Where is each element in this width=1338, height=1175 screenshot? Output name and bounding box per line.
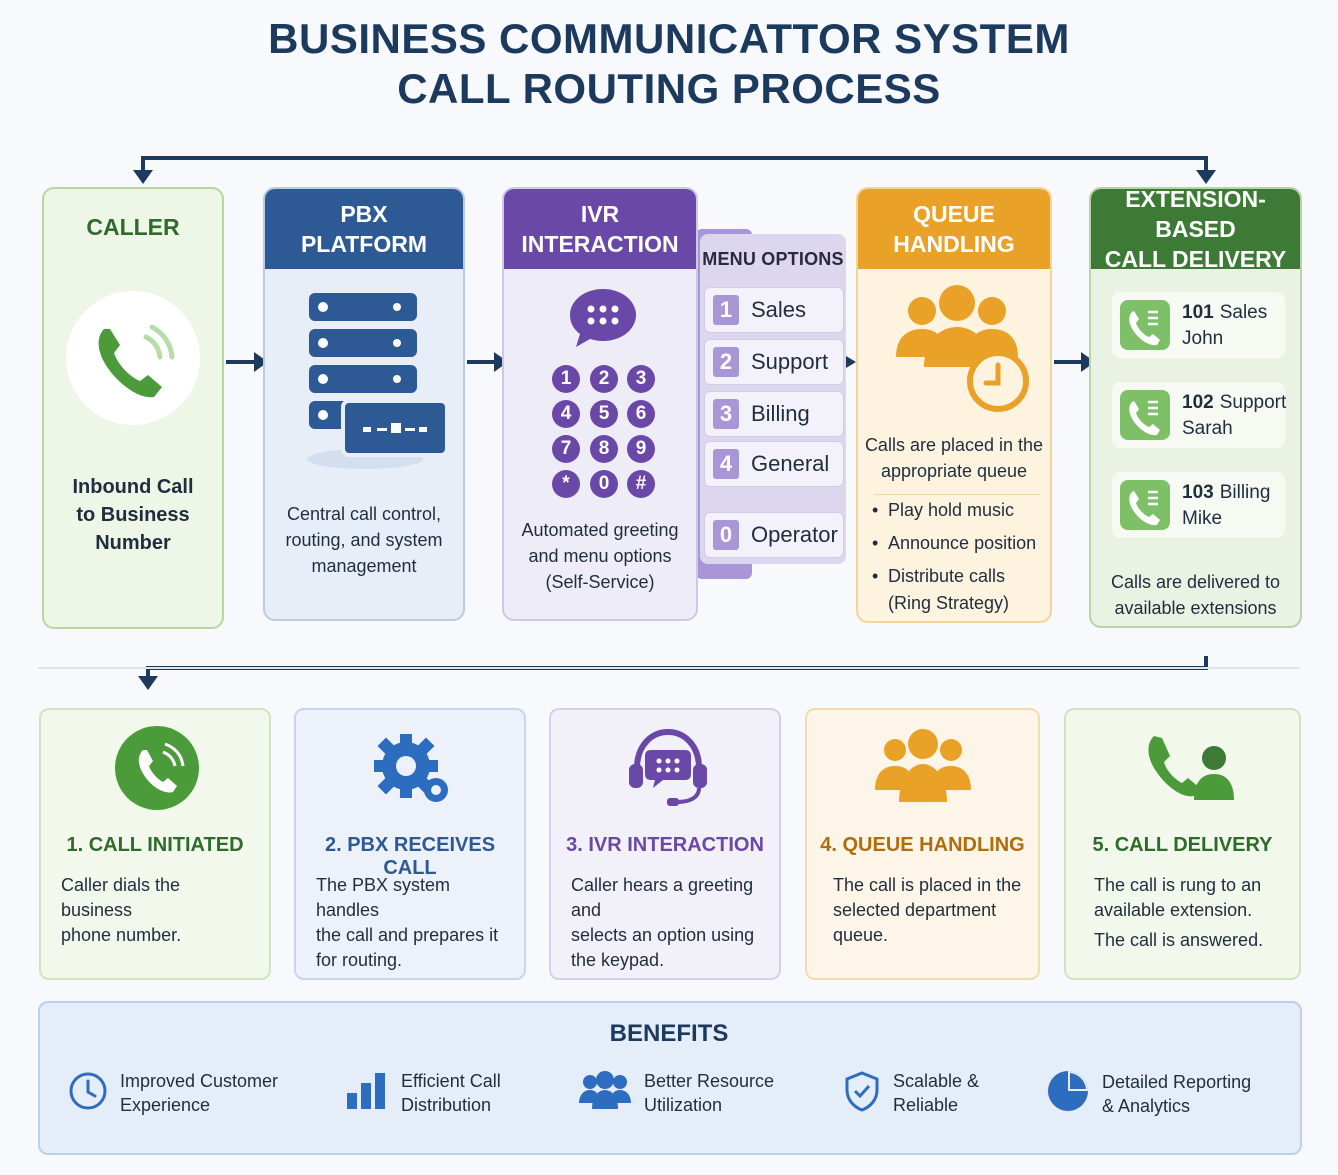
phone-circle-icon: [115, 726, 199, 815]
step-call-delivery: 5. CALL DELIVERY The call is rung to an …: [1064, 708, 1301, 980]
ivr-card: IVR INTERACTION 1 2 3 4 5 6 7 8 9 * 0 # …: [502, 187, 698, 621]
server-icon: [305, 289, 455, 474]
benefits-panel: [38, 1001, 1302, 1155]
queue-feature: Announce position: [870, 530, 1045, 556]
keypad-key-7[interactable]: 7: [552, 435, 580, 463]
step-title: 4. QUEUE HANDLING: [820, 834, 1025, 856]
phone-list-icon: [1120, 390, 1170, 440]
clock-icon: [68, 1071, 108, 1116]
keypad-key-2[interactable]: 2: [590, 365, 618, 393]
benefits-title: BENEFITS: [609, 1020, 729, 1047]
pie-chart-icon: [1046, 1069, 1090, 1118]
keypad-key-1[interactable]: 1: [552, 365, 580, 393]
queue-features-list: Play hold music Announce position Distri…: [870, 497, 1045, 623]
step-call-initiated: 1. CALL INITIATED Caller dials the busin…: [39, 708, 271, 980]
keypad-key-5[interactable]: 5: [590, 400, 618, 428]
gears-icon: [370, 730, 454, 815]
benefit-customer-experience: Improved Customer Experience: [68, 1069, 278, 1117]
step-text: The PBX system handles the call and prep…: [316, 875, 499, 970]
keypad-key-3[interactable]: 3: [627, 365, 655, 393]
phone-ringing-icon: [66, 291, 200, 425]
phone-list-icon: [1120, 480, 1170, 530]
keypad-key-0[interactable]: 0: [590, 470, 618, 498]
step-text: The call is rung to an available extensi…: [1094, 875, 1264, 950]
caller-card: CALLER Inbound Call to Business Number: [42, 187, 224, 629]
queue-feature: Distribute calls: [870, 563, 1045, 589]
queue-feature-note: (Ring Strategy): [888, 593, 1010, 613]
menu-option-general[interactable]: 4 General: [704, 441, 844, 487]
title-line-1: BUSINESS COMMUNICATTOR SYSTEM: [268, 15, 1070, 62]
step-ivr-interaction: 3. IVR INTERACTION Caller hears a greeti…: [549, 708, 781, 980]
benefit-resource-utilization: Better Resource Utilization: [578, 1069, 774, 1117]
step-queue-handling: 4. QUEUE HANDLING The call is placed in …: [805, 708, 1040, 980]
ivr-heading: IVR INTERACTION: [504, 189, 696, 269]
title-line-2: CALL ROUTING PROCESS: [397, 65, 941, 112]
queue-feature: Play hold music: [870, 497, 1045, 523]
step-text: Caller dials the business phone number.: [61, 875, 182, 945]
step-title: 3. IVR INTERACTION: [566, 834, 764, 856]
menu-options-title: MENU OPTIONS: [702, 248, 844, 269]
page-title: BUSINESS COMMUNICATTOR SYSTEM CALL ROUTI…: [0, 14, 1338, 114]
extension-heading: EXTENSION-BASED CALL DELIVERY: [1091, 189, 1300, 272]
pbx-description: Central call control, routing, and syste…: [285, 504, 443, 576]
step-title: 2. PBX RECEIVES CALL: [324, 834, 496, 879]
menu-option-operator[interactable]: 0 Operator: [704, 512, 844, 558]
phone-list-icon: [1120, 300, 1170, 350]
pbx-card: PBX PLATFORM Central call control, routi…: [263, 187, 465, 621]
keypad-key-hash[interactable]: #: [627, 470, 655, 498]
menu-option-sales[interactable]: 1 Sales: [704, 287, 844, 333]
top-return-line: [141, 156, 1208, 176]
pbx-heading: PBX PLATFORM: [265, 189, 463, 269]
caller-description: Inbound Call to Business Number: [72, 476, 194, 554]
chat-bubble-icon: [568, 285, 638, 354]
step-title: 1. CALL INITIATED: [66, 834, 244, 856]
queue-heading: QUEUE HANDLING: [858, 189, 1050, 269]
step-text: Caller hears a greeting and selects an o…: [571, 875, 755, 970]
benefit-scalable-reliable: Scalable & Reliable: [843, 1069, 979, 1117]
people-group-icon: [873, 728, 973, 809]
queue-description: Calls are placed in the appropriate queu…: [864, 435, 1044, 481]
ivr-description: Automated greeting and menu options (Sel…: [521, 520, 679, 592]
benefit-call-distribution: Efficient Call Distribution: [345, 1069, 501, 1117]
headset-chat-icon: [627, 724, 709, 815]
keypad-key-8[interactable]: 8: [590, 435, 618, 463]
step-pbx-receives-call: 2. PBX RECEIVES CALL The PBX system hand…: [294, 708, 526, 980]
queue-people-clock-icon: [892, 285, 1032, 420]
keypad-key-6[interactable]: 6: [627, 400, 655, 428]
step-title: 5. CALL DELIVERY: [1092, 834, 1273, 856]
phone-person-icon: [1144, 728, 1236, 811]
queue-divider: [874, 494, 1040, 495]
keypad-key-4[interactable]: 4: [552, 400, 580, 428]
keypad-key-9[interactable]: 9: [627, 435, 655, 463]
caller-heading: CALLER: [86, 214, 180, 240]
bar-chart-icon: [345, 1071, 389, 1116]
benefit-reporting-analytics: Detailed Reporting & Analytics: [1046, 1069, 1251, 1118]
shield-icon: [843, 1070, 881, 1117]
menu-option-support[interactable]: 2 Support: [704, 339, 844, 385]
extension-description: Calls are delivered to available extensi…: [1110, 572, 1281, 618]
flow-connectors: [38, 156, 1300, 690]
menu-option-billing[interactable]: 3 Billing: [704, 391, 844, 437]
keypad-key-star[interactable]: *: [552, 470, 580, 498]
step-text: The call is placed in the selected depar…: [833, 875, 1022, 945]
people-icon: [578, 1070, 632, 1116]
